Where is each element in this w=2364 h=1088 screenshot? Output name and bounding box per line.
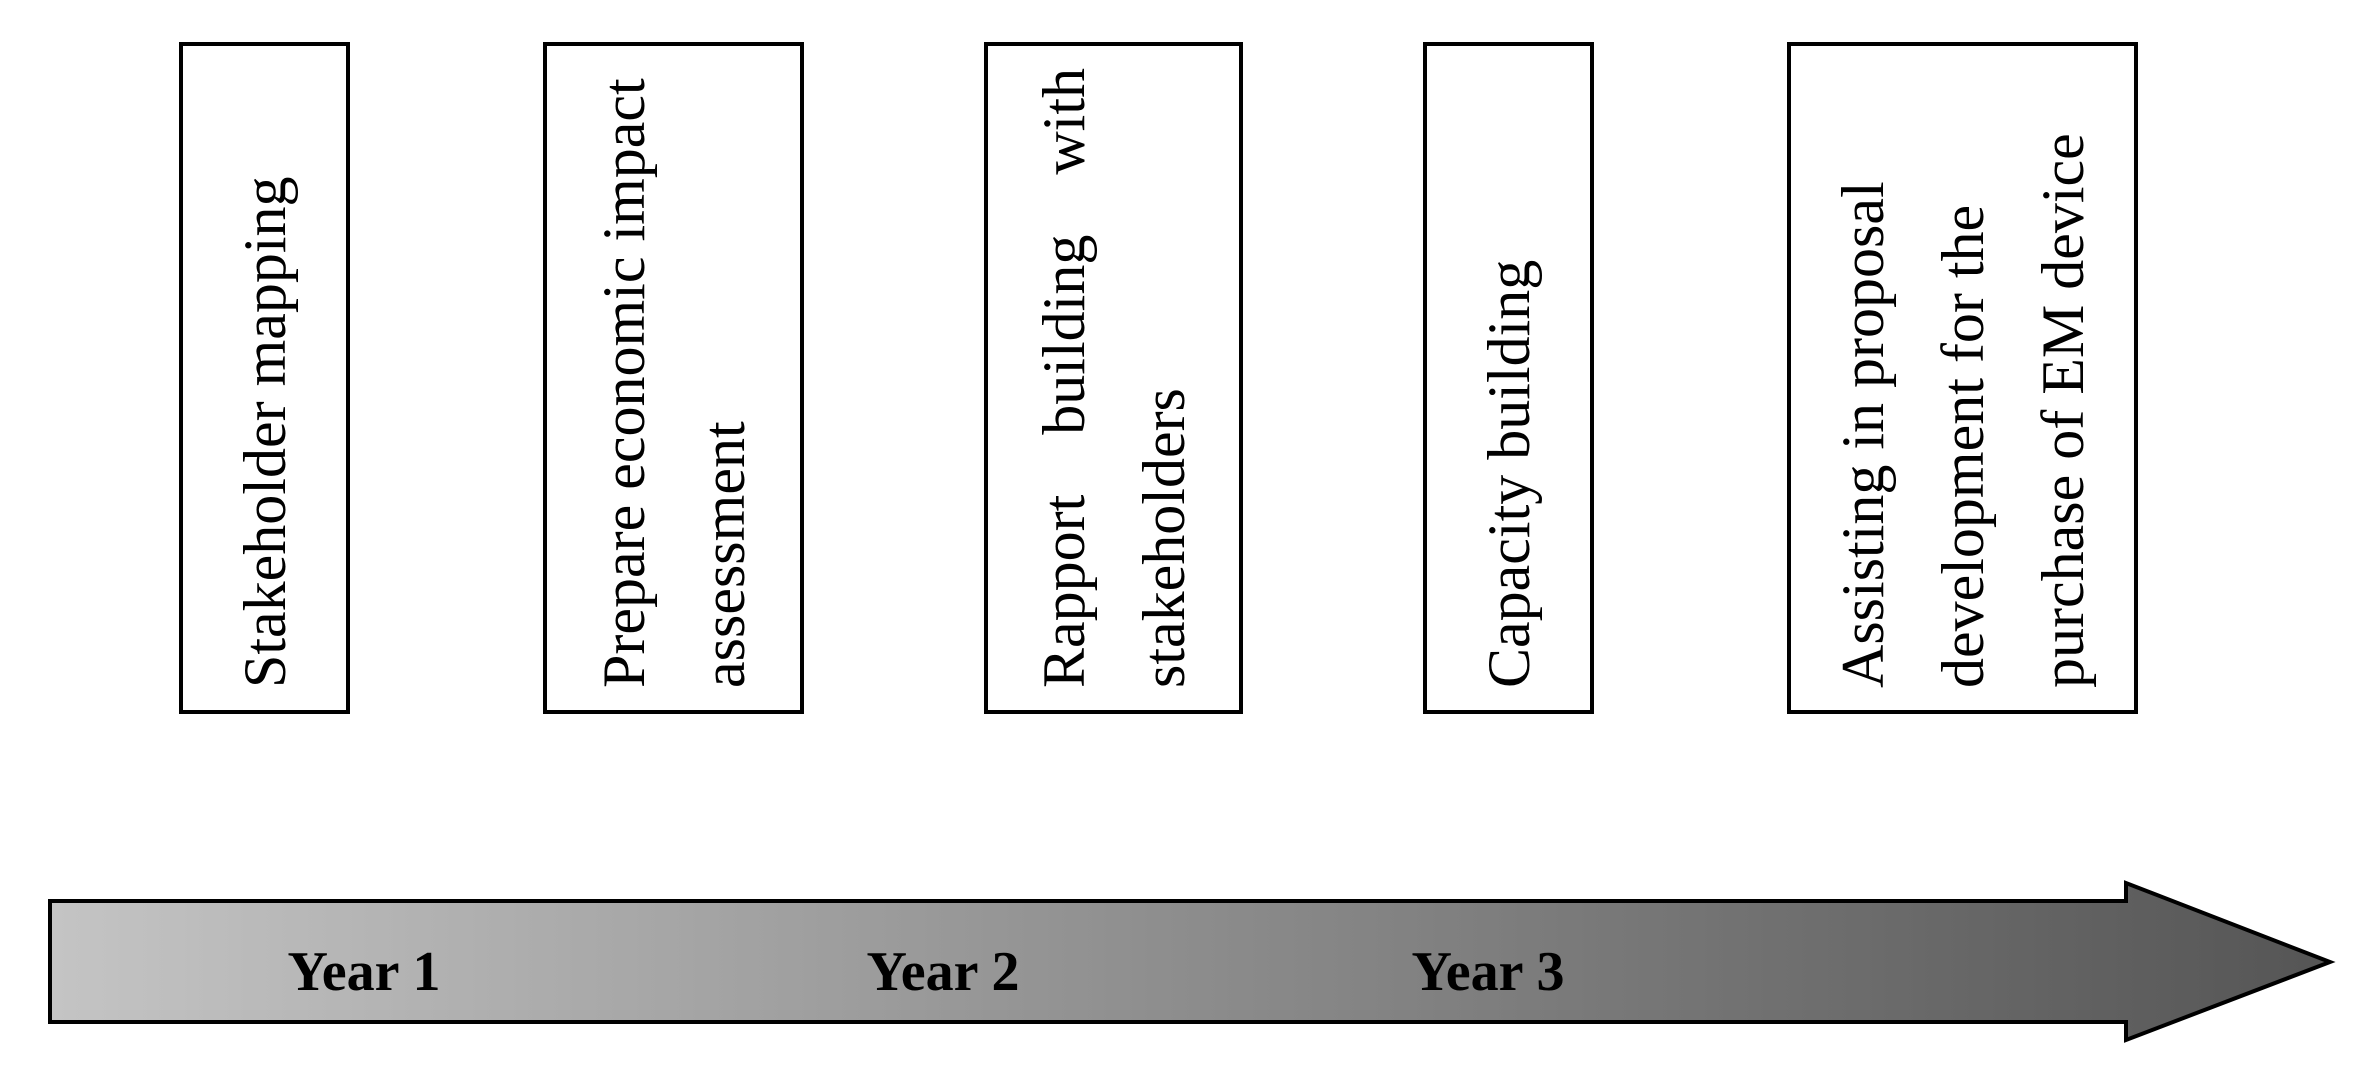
timeline-arrow-shape: [48, 880, 2336, 1043]
activity-box-capacity-building: Capacity building: [1423, 42, 1594, 714]
year-label-1: Year 1: [288, 941, 441, 1003]
year-label-3: Year 3: [1412, 941, 1565, 1003]
activity-box-economic-impact: Prepare economic impact assessment: [543, 42, 804, 714]
activity-box-rapport-building: Rapport building with stakeholders: [984, 42, 1243, 714]
year-label-2: Year 2: [867, 941, 1020, 1003]
activity-box-stakeholder-mapping: Stakeholder mapping: [179, 42, 350, 714]
activity-box-proposal-development: Assisting in proposal development for th…: [1787, 42, 2138, 714]
